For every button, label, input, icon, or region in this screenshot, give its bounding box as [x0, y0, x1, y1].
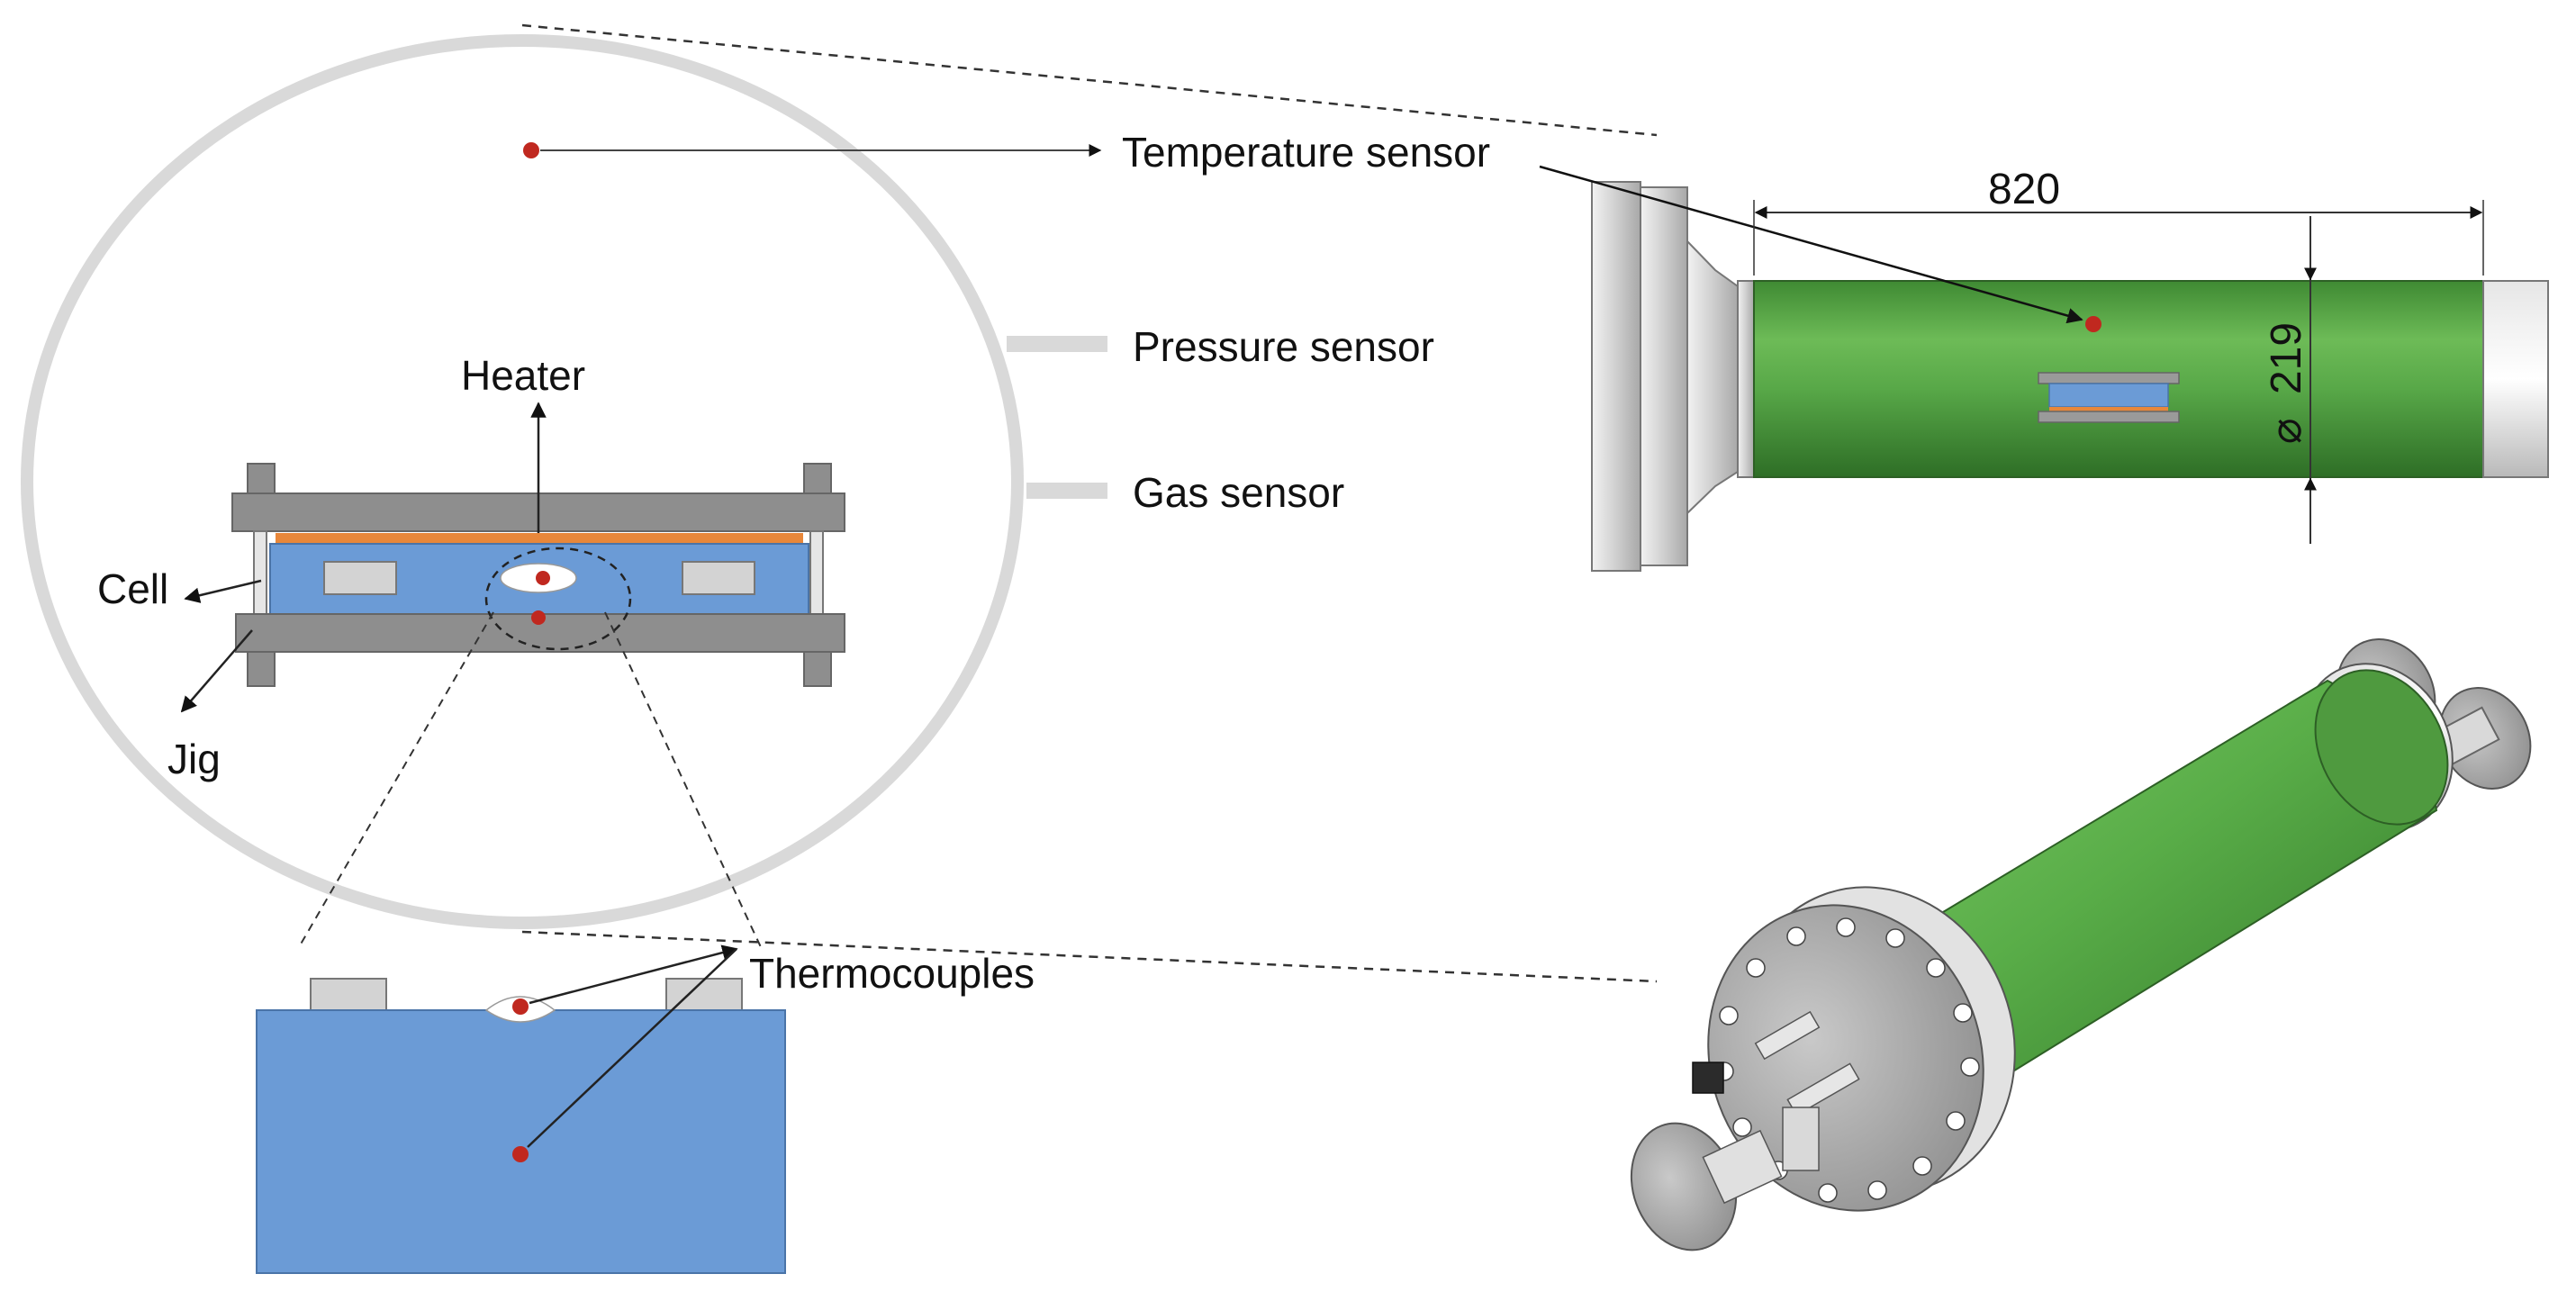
chamber-right-cap	[2482, 280, 2549, 478]
detail-cell-body	[256, 1009, 786, 1274]
iso-connector-black	[1692, 1062, 1724, 1094]
jig-arrow	[180, 629, 253, 713]
diameter-symbol: ⌀	[2263, 419, 2310, 445]
iso-port-tube	[1782, 1107, 1820, 1171]
zoom-circle	[484, 547, 632, 651]
detail-thermocouple-dot-inner	[512, 1146, 529, 1162]
chamber-isometric	[1630, 638, 2532, 1251]
mini-jig-bottom	[2038, 411, 2180, 423]
chamber-outline	[21, 34, 1024, 929]
mini-jig-top	[2038, 372, 2180, 384]
jig-label: Jig	[167, 736, 221, 782]
zoom-line-top	[521, 23, 1658, 137]
jig-bolt	[247, 463, 276, 496]
zoom-line-bottom	[521, 930, 1658, 983]
chamber-side-view	[1591, 181, 2549, 572]
iso-feedthrough	[1754, 1010, 1821, 1061]
side-view-temperature-dot	[2085, 316, 2101, 332]
dim-diameter-text: 219	[2263, 322, 2310, 394]
side-view-temperature-arrow	[1539, 165, 2083, 324]
cell-detail	[256, 978, 786, 1274]
jig-side-post	[253, 530, 267, 615]
end-flange-inner	[1640, 186, 1688, 566]
jig-side-post	[809, 530, 824, 615]
cell-label: Cell	[97, 565, 169, 612]
detail-tab-left	[310, 978, 387, 1012]
heater-strip	[276, 533, 803, 543]
cell-tab	[323, 561, 397, 595]
dim-diameter-label: ⌀ 219	[2263, 322, 2310, 446]
iso-cylinder-end	[2314, 669, 2449, 826]
iso-flange-bolt-holes	[1714, 917, 1980, 1203]
chamber-left-ring	[1737, 280, 1755, 478]
iso-small-port-tube	[1702, 1129, 1783, 1205]
detail-zoom-line-left	[298, 611, 494, 948]
dim-length-text: 820	[1988, 166, 2060, 213]
iso-flange-front	[1707, 904, 1984, 1212]
thermocouple-dot-top	[536, 571, 550, 585]
detail-thermocouple-dot-top	[512, 998, 529, 1015]
detail-zoom-line-right	[604, 611, 762, 948]
cell-arrow	[184, 579, 262, 603]
temperature-sensor-dot	[523, 142, 539, 158]
thermocouple-arrow-inner	[527, 948, 737, 1148]
thermocouple-dot-bottom	[531, 610, 546, 625]
jig-bolt	[803, 651, 832, 687]
temperature-sensor-label: Temperature sensor	[1122, 129, 1491, 176]
end-flange-outer	[1591, 181, 1641, 572]
thermocouples-label: Thermocouples	[749, 950, 1035, 997]
cell-tab	[682, 561, 755, 595]
pressure-sensor-label: Pressure sensor	[1133, 323, 1434, 370]
heater-label: Heater	[461, 352, 586, 399]
gas-sensor-label: Gas sensor	[1133, 469, 1345, 516]
mini-heater	[2049, 407, 2168, 411]
jig-bolt	[803, 463, 832, 496]
jig-bolt	[247, 651, 276, 687]
flange-neck	[1686, 239, 1739, 516]
mini-cell	[2048, 383, 2169, 408]
thermocouple-arrow-top	[529, 944, 738, 1005]
